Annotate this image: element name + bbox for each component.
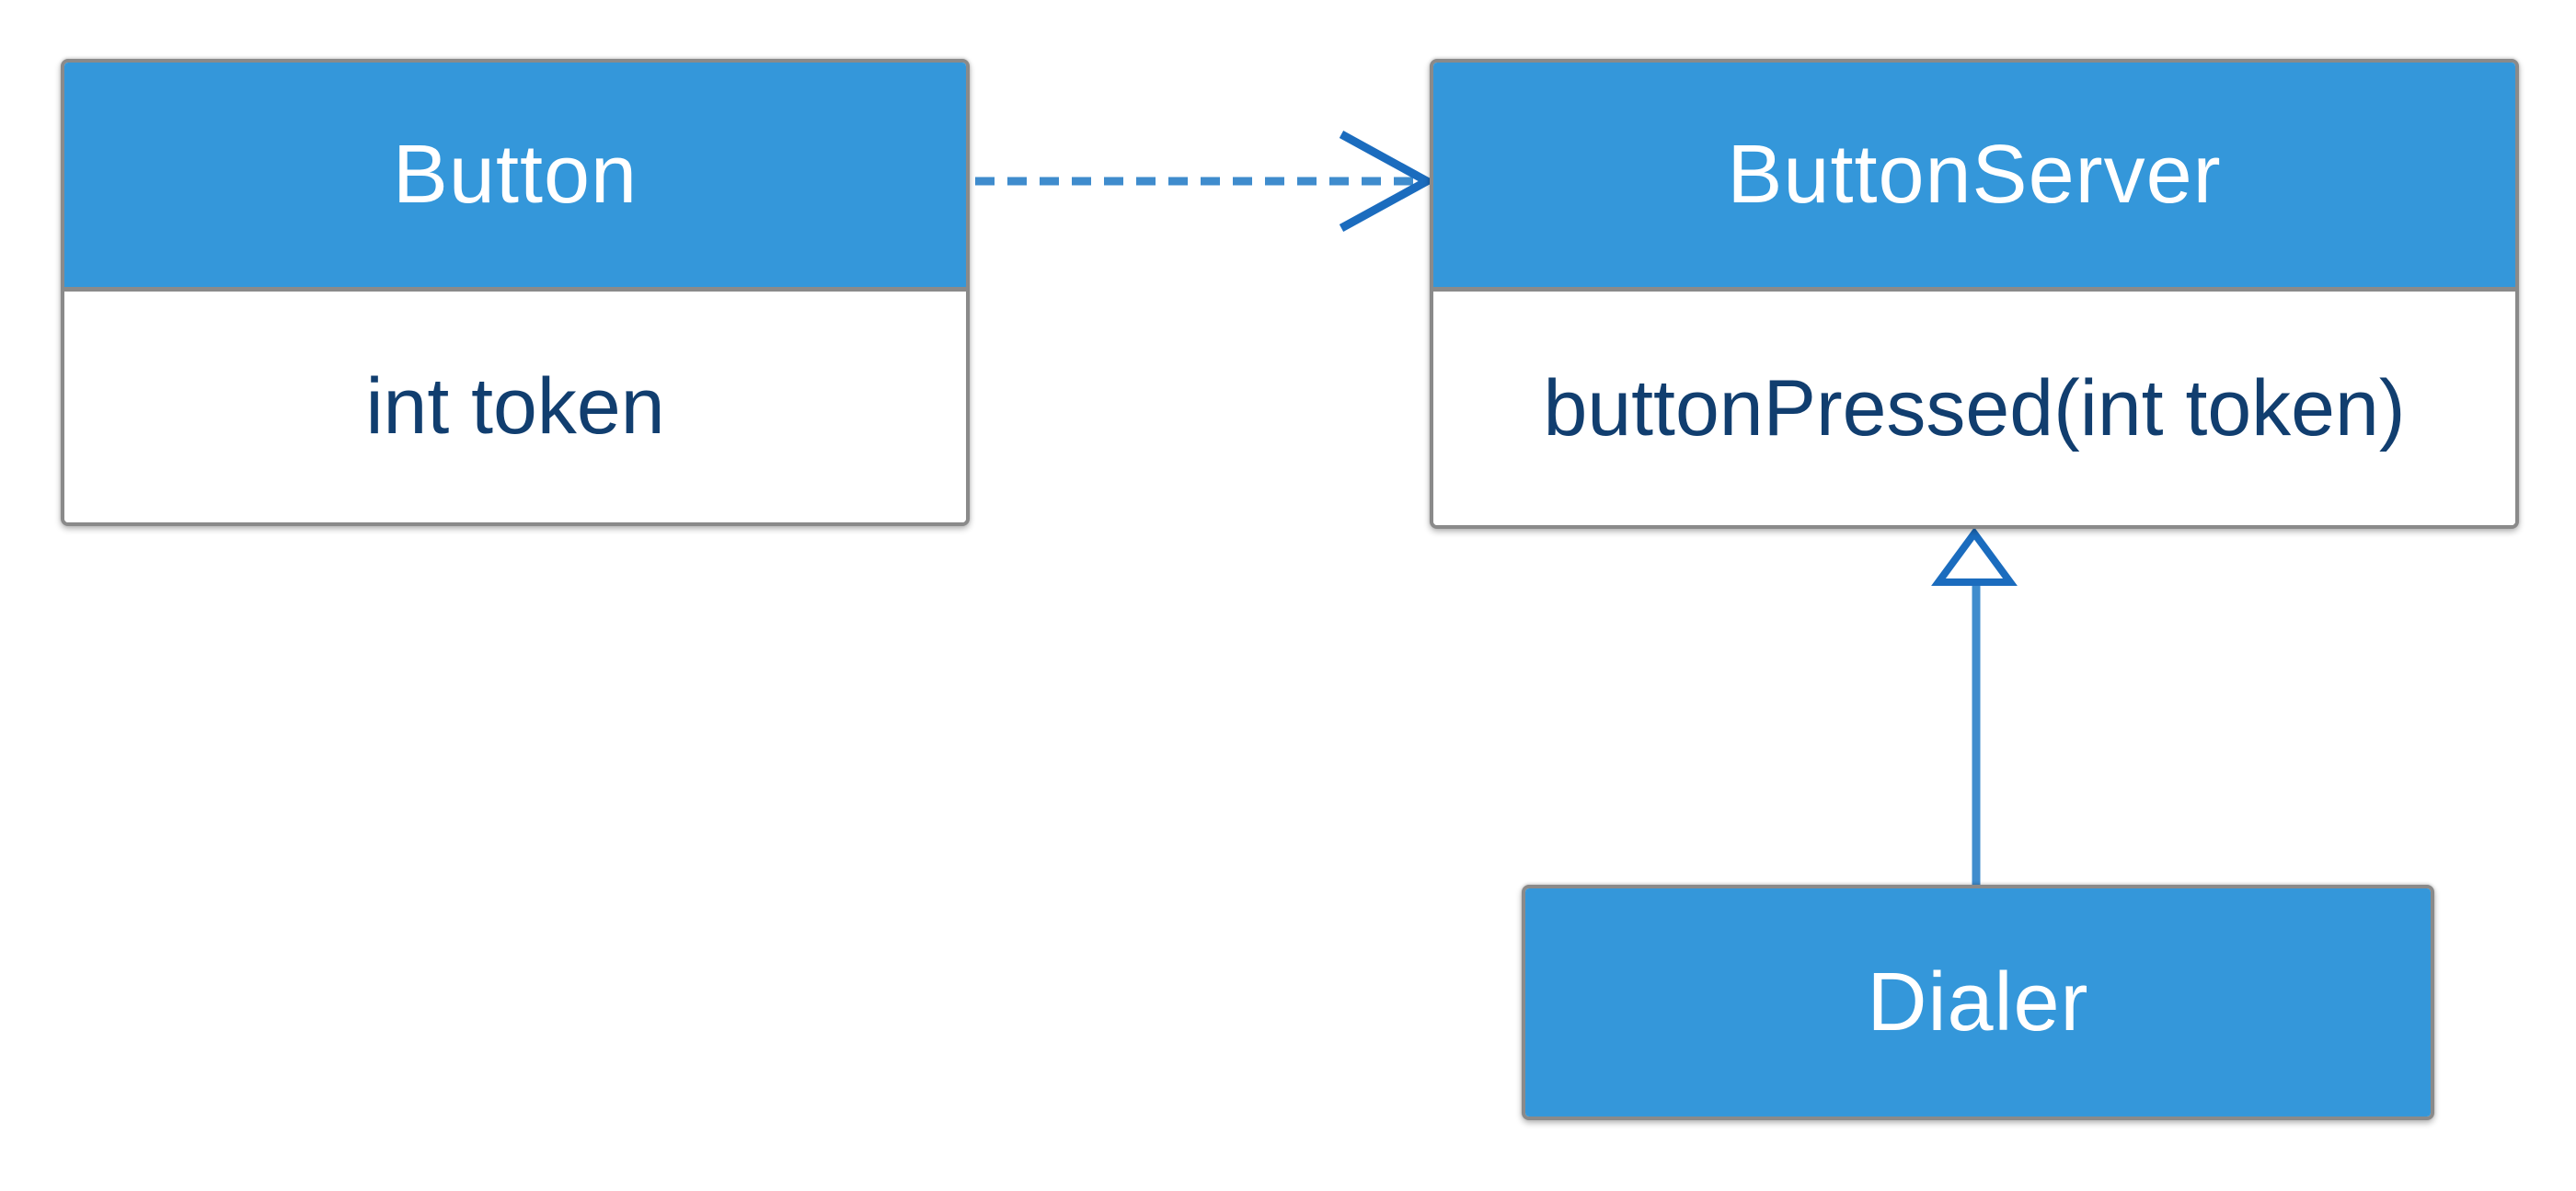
class-name-button: Button — [392, 128, 638, 221]
class-member-button: int token — [365, 362, 665, 451]
generalization-connector — [1931, 527, 2018, 887]
class-header-buttonserver: ButtonServer — [1433, 63, 2515, 287]
class-compartment-button: int token — [64, 287, 966, 522]
class-name-dialer: Dialer — [1867, 956, 2089, 1048]
class-header-button: Button — [64, 63, 966, 287]
class-name-buttonserver: ButtonServer — [1727, 128, 2222, 221]
class-header-dialer: Dialer — [1525, 888, 2431, 1117]
dependency-open-arrowhead — [1339, 131, 1436, 232]
class-member-buttonserver: buttonPressed(int token) — [1543, 363, 2406, 452]
class-box-buttonserver: ButtonServer buttonPressed(int token) — [1430, 59, 2519, 529]
class-box-dialer: Dialer — [1522, 885, 2434, 1120]
class-box-button: Button int token — [61, 59, 970, 526]
generalization-hollow-triangle — [1931, 527, 2018, 586]
class-compartment-buttonserver: buttonPressed(int token) — [1433, 287, 2515, 525]
dependency-connector — [975, 131, 1436, 232]
